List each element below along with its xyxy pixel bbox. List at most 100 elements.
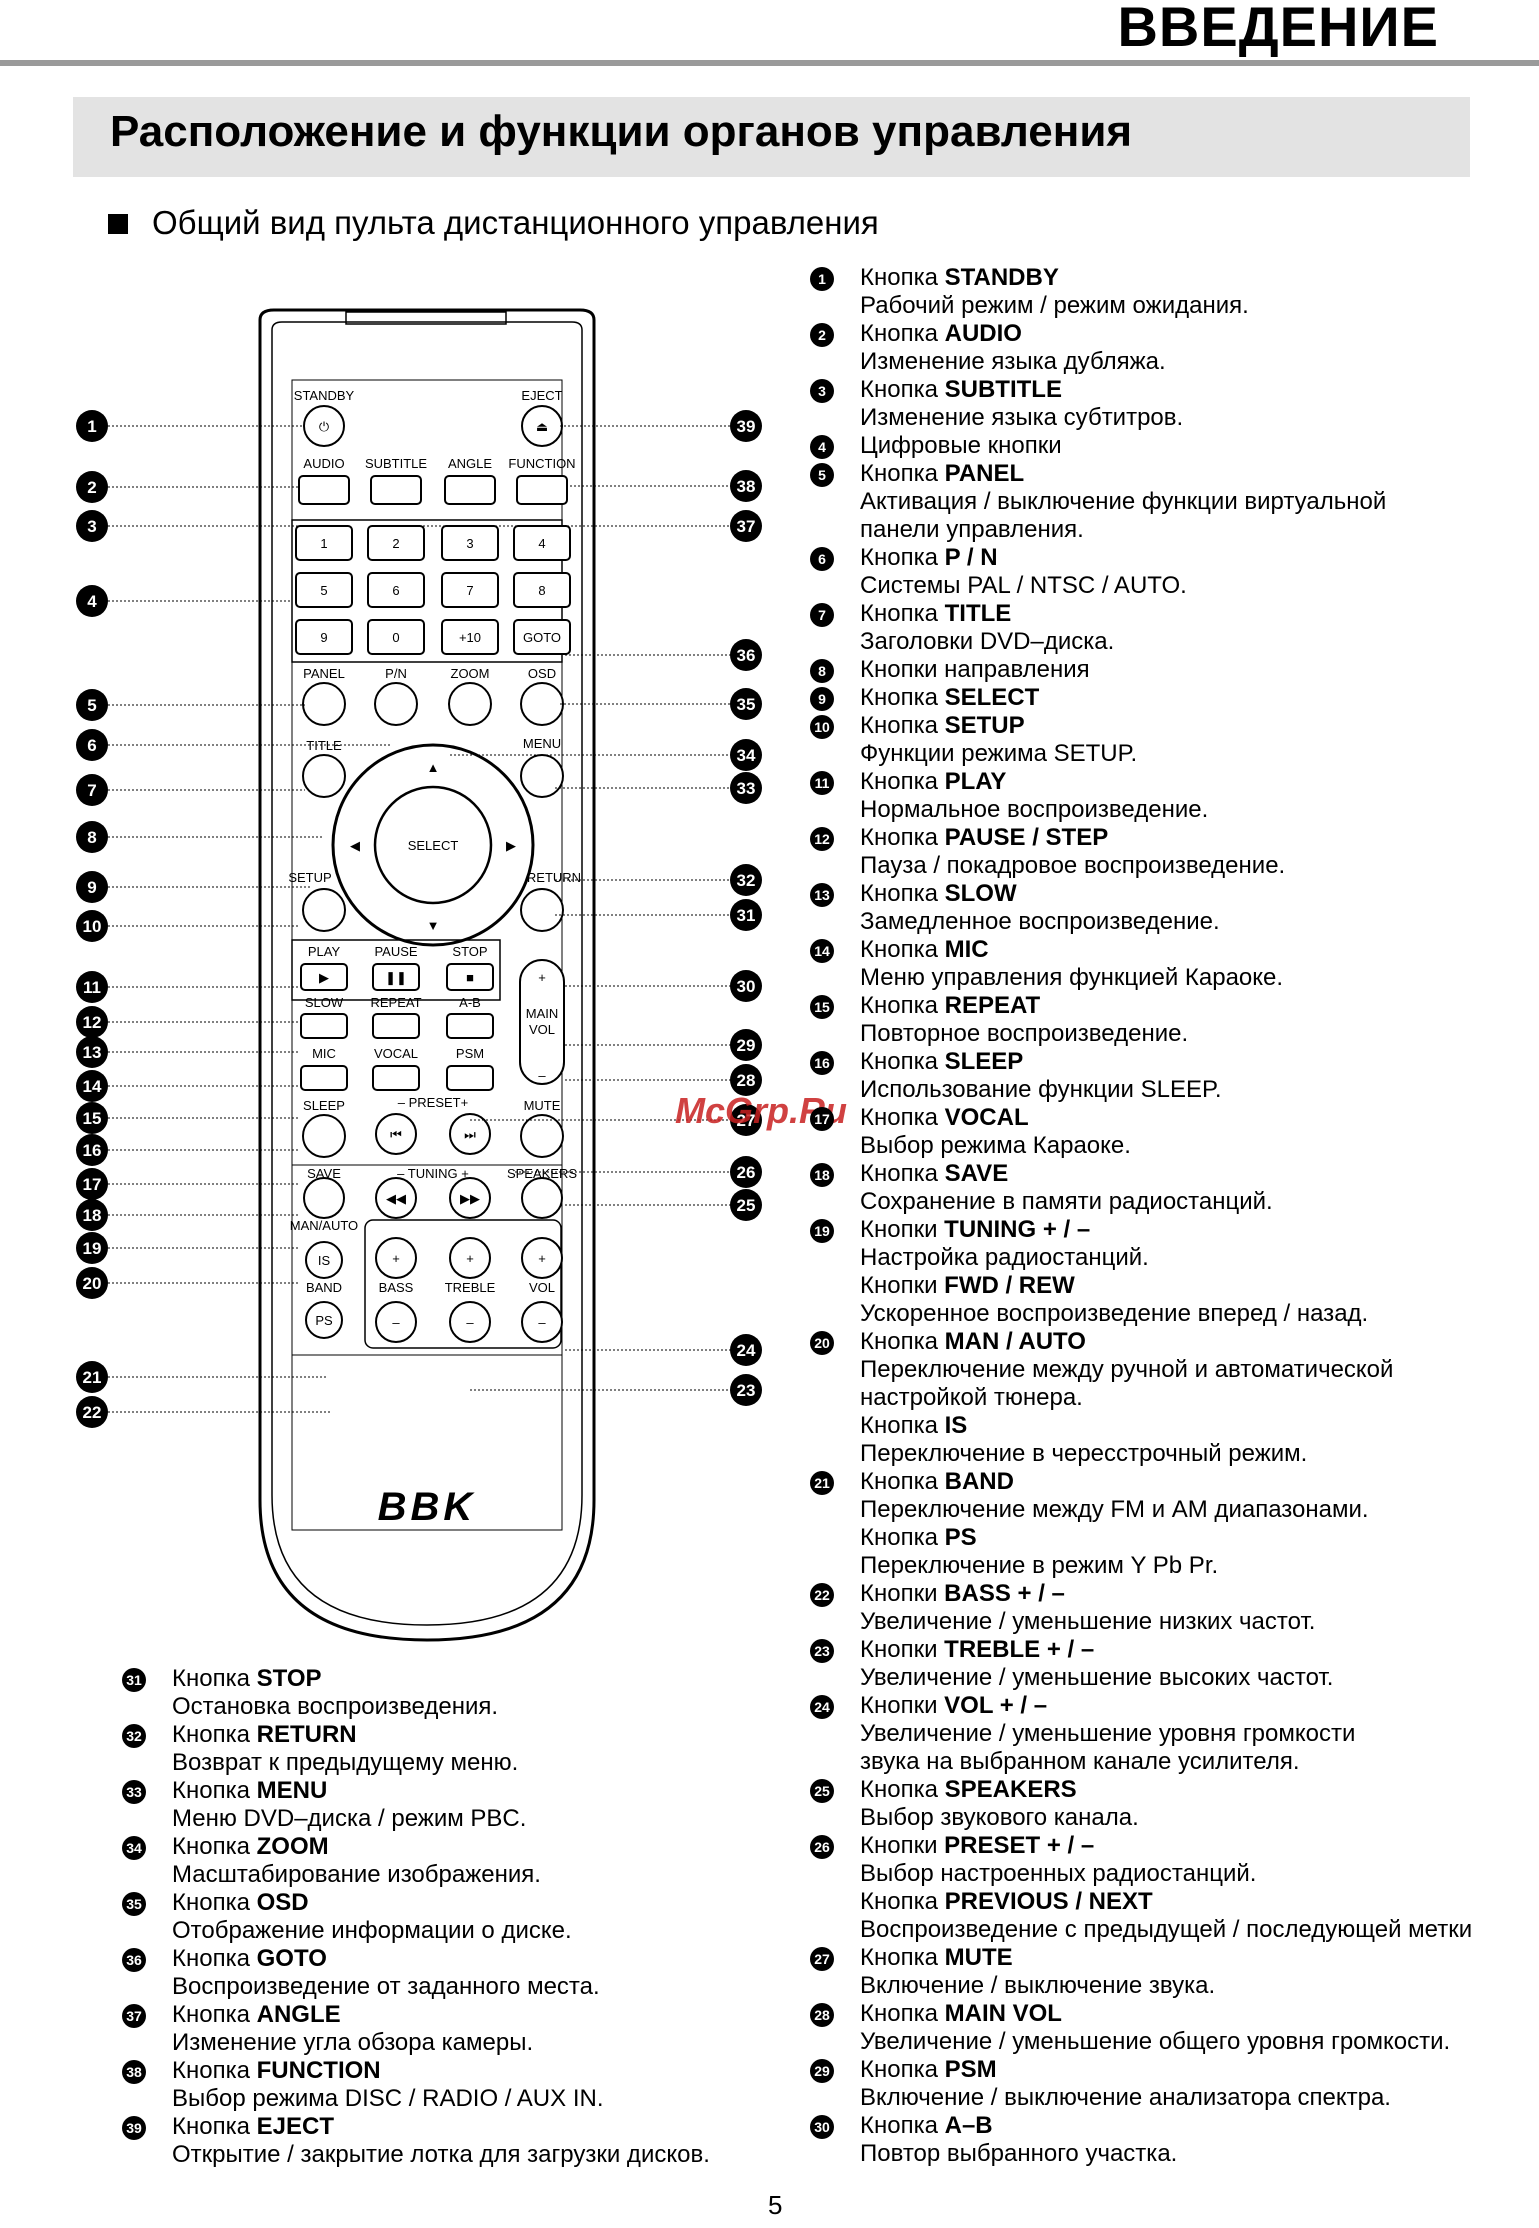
callout-badge-34 xyxy=(730,739,762,771)
return-button[interactable] xyxy=(520,888,564,932)
legend-entry-title: Кнопка PLAY xyxy=(860,768,1007,795)
preset-prev-button-glyph: ⏮ xyxy=(390,1127,402,1142)
psm-button[interactable] xyxy=(446,1065,494,1091)
callout-number-icon: 15 xyxy=(810,995,834,1019)
treble-plus-button[interactable] xyxy=(449,1237,491,1279)
callout-number-icon: 32 xyxy=(122,1724,146,1748)
menu-button[interactable] xyxy=(520,754,564,798)
callout-badge-31-label: 31 xyxy=(737,906,756,925)
angle-label: ANGLE xyxy=(448,456,492,471)
standby-button[interactable] xyxy=(303,405,345,447)
bass-label: BASS xyxy=(379,1280,414,1295)
title-button[interactable] xyxy=(302,754,346,798)
legend-entry-description: Изменение языка дубляжа. xyxy=(860,348,1166,375)
callout-badge-28-label: 28 xyxy=(737,1071,756,1090)
callout-badge-17 xyxy=(76,1168,108,1200)
mute-button[interactable] xyxy=(520,1114,564,1158)
callout-badge-13 xyxy=(76,1036,108,1068)
stop-button[interactable] xyxy=(446,963,494,991)
setup-button[interactable] xyxy=(302,888,346,932)
digit-button-4[interactable] xyxy=(513,525,571,561)
digit-button-1[interactable] xyxy=(295,525,353,561)
digit-button-8[interactable] xyxy=(513,572,571,608)
tuning-fwd-button-glyph: ▶▶ xyxy=(460,1191,480,1206)
zoom-button[interactable] xyxy=(448,682,492,726)
callout-badge-4-label: 4 xyxy=(87,592,97,611)
function-label: FUNCTION xyxy=(508,456,575,471)
callout-number-icon: 8 xyxy=(810,659,834,683)
callout-badge-30 xyxy=(730,970,762,1002)
save-button[interactable] xyxy=(303,1177,345,1219)
vol-plus-button[interactable] xyxy=(521,1237,563,1279)
callout-badge-19 xyxy=(76,1232,108,1264)
repeat-button[interactable] xyxy=(372,1013,420,1039)
digit-button-6[interactable] xyxy=(367,572,425,608)
select-button[interactable] xyxy=(373,785,493,905)
legend-entry-title: Кнопки TREBLE + / – xyxy=(860,1636,1095,1663)
panel-button[interactable] xyxy=(302,682,346,726)
digit-button-+10[interactable] xyxy=(441,619,499,655)
treble-minus-button[interactable] xyxy=(449,1301,491,1343)
callout-badge-10 xyxy=(76,910,108,942)
digit-button-7[interactable] xyxy=(441,572,499,608)
bass-plus-button[interactable] xyxy=(375,1237,417,1279)
tuning-rew-button-glyph: ◀◀ xyxy=(386,1191,406,1206)
goto-button-glyph: GOTO xyxy=(523,630,561,645)
callout-number-icon: 22 xyxy=(810,1583,834,1607)
pn-button[interactable] xyxy=(374,682,418,726)
ps-button[interactable] xyxy=(305,1301,343,1339)
vol-minus-button[interactable] xyxy=(521,1301,563,1343)
speakers-button[interactable] xyxy=(521,1177,563,1219)
pause-button[interactable] xyxy=(372,963,420,991)
callout-badge-20 xyxy=(76,1267,108,1299)
ab-button[interactable] xyxy=(446,1013,494,1039)
main-vol-label: MAIN xyxy=(526,1006,559,1021)
legend-entry-description: Отображение информации о диске. xyxy=(172,1917,572,1944)
digit-button-0[interactable] xyxy=(367,619,425,655)
goto-button[interactable] xyxy=(513,619,571,655)
digit-button-5[interactable] xyxy=(295,572,353,608)
main-vol-rocker[interactable] xyxy=(519,959,565,1085)
function-button[interactable] xyxy=(516,475,568,505)
digit-button-3[interactable] xyxy=(441,525,499,561)
callout-badge-37 xyxy=(730,510,762,542)
osd-button[interactable] xyxy=(520,682,564,726)
legend-entry-title: Кнопка PS xyxy=(860,1524,977,1551)
tuning-fwd-button[interactable] xyxy=(449,1177,491,1219)
page-number: 5 xyxy=(768,2190,783,2220)
legend-entry-description: Включение / выключение анализатора спект… xyxy=(860,2084,1391,2111)
legend-entry-title: Кнопка ANGLE xyxy=(172,2001,341,2028)
subtitle-button[interactable] xyxy=(370,475,422,505)
callout-number-icon: 5 xyxy=(810,463,834,487)
bass-minus-button[interactable] xyxy=(375,1301,417,1343)
legend-entry-description: Изменение языка субтитров. xyxy=(860,404,1184,431)
vocal-button[interactable] xyxy=(372,1065,420,1091)
mic-button[interactable] xyxy=(300,1065,348,1091)
sleep-button[interactable] xyxy=(302,1114,346,1158)
legend-entry-description: панели управления. xyxy=(860,516,1084,543)
audio-button[interactable] xyxy=(298,475,350,505)
callout-badge-9 xyxy=(76,871,108,903)
digit-button-9[interactable] xyxy=(295,619,353,655)
slow-button[interactable] xyxy=(300,1013,348,1039)
play-label: PLAY xyxy=(308,944,341,959)
callout-number-icon: 18 xyxy=(810,1163,834,1187)
is-button[interactable] xyxy=(305,1241,343,1279)
angle-button[interactable] xyxy=(444,475,496,505)
tuning-rew-button[interactable] xyxy=(375,1177,417,1219)
callout-badge-19-label: 19 xyxy=(83,1239,102,1258)
play-button[interactable] xyxy=(300,963,348,991)
legend-entry-title: Кнопка BAND xyxy=(860,1468,1014,1495)
preset-prev-button[interactable] xyxy=(375,1113,417,1155)
callout-badge-11-label: 11 xyxy=(83,978,101,997)
legend-entry-description: Использование функции SLEEP. xyxy=(860,1076,1222,1103)
callout-badge-16-label: 16 xyxy=(83,1141,102,1160)
preset-next-button[interactable] xyxy=(449,1113,491,1155)
save-label: SAVE xyxy=(307,1166,341,1181)
